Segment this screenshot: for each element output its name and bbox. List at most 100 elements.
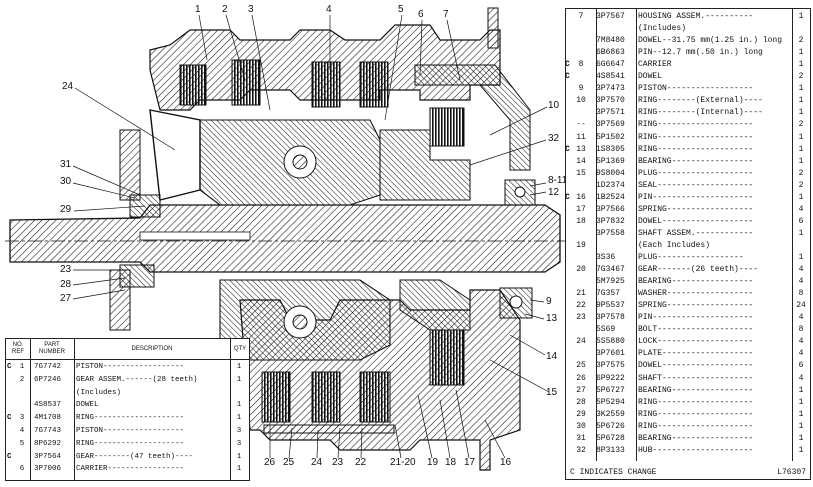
- table-row: 4S8537 DOWEL 1: [6, 400, 249, 411]
- part-number: 4M1708: [34, 414, 62, 423]
- callout-3: 3: [248, 4, 254, 15]
- part-description: BEARING-----------------: [638, 156, 754, 166]
- part-description: RING--------(External)----: [638, 96, 763, 106]
- carrier-assembly: [199, 119, 391, 361]
- callout-13: 13: [546, 313, 558, 324]
- part-number: 1S8305: [596, 144, 625, 154]
- part-number: 5S5880: [596, 337, 625, 347]
- part-description: BEARING-----------------: [638, 433, 754, 443]
- column-divider: [792, 9, 793, 461]
- ref-number: 29: [576, 409, 586, 419]
- ref-number: 23: [576, 313, 586, 323]
- quantity: 1: [236, 375, 242, 384]
- callout-14: 14: [546, 351, 558, 362]
- callout-10: 10: [548, 100, 560, 111]
- callout-1: 1: [195, 4, 201, 15]
- part-number: 6P7246: [34, 375, 62, 384]
- part-number: 4S8541: [596, 72, 625, 82]
- callout-4: 4: [326, 4, 332, 15]
- header-qty: QTY: [233, 346, 247, 352]
- part-description: DOWEL: [76, 401, 99, 410]
- header-description: DESCRIPTION: [131, 346, 173, 352]
- part-number: 1B2524: [596, 192, 625, 202]
- change-marker: C: [565, 192, 570, 202]
- part-number: 4S8537: [34, 401, 62, 410]
- quantity: 4: [798, 337, 804, 347]
- column-divider: [230, 339, 231, 480]
- quantity: 4: [798, 349, 804, 359]
- ref-number: 10: [576, 96, 586, 106]
- callout-24-lower: 24: [311, 457, 323, 468]
- part-description: LOCK--------------------: [638, 337, 754, 347]
- callout-32: 32: [548, 133, 560, 144]
- part-number: 1D2374: [596, 180, 625, 190]
- part-description: CARRIER-----------------: [76, 465, 185, 474]
- part-description: GEAR--------(47 teeth)----: [76, 452, 194, 461]
- table-row: 19(Each Includes): [566, 241, 810, 250]
- quantity: 1: [236, 401, 242, 410]
- part-description: RING--------(Internal)----: [638, 108, 763, 118]
- ref-number: 16: [576, 192, 586, 202]
- part-number: 3P7567: [596, 12, 625, 21]
- quantity: 4: [798, 204, 804, 214]
- ref-number: 18: [576, 216, 586, 226]
- quantity: 1: [798, 12, 804, 21]
- quantity: 3: [236, 427, 242, 435]
- ref-number: 7: [578, 12, 584, 21]
- figure-number: L76307: [777, 468, 806, 477]
- part-description: PIN---------------------: [638, 313, 754, 323]
- ref-number: 30: [576, 421, 586, 431]
- change-marker: C: [7, 452, 12, 461]
- quantity: 4: [798, 313, 804, 323]
- part-description: SPRING------------------: [638, 301, 754, 311]
- quantity: 1: [798, 397, 804, 407]
- quantity: 1: [798, 445, 804, 455]
- quantity: 1: [798, 144, 804, 154]
- part-description: RING--------------------: [638, 120, 754, 130]
- part-number: 3P7570: [596, 96, 625, 106]
- callout-26: 26: [264, 457, 276, 468]
- part-number: 7G7742: [34, 363, 62, 371]
- part-description: RING--------------------: [638, 132, 754, 142]
- leader-lines: [72, 14, 550, 459]
- ref-number: 28: [576, 397, 586, 407]
- part-number: 7M8480: [596, 36, 625, 46]
- quantity: 4: [798, 373, 804, 383]
- part-description: WASHER------------------: [638, 289, 754, 299]
- callout-8-11: 8-11: [548, 175, 568, 186]
- part-description: PISTON------------------: [76, 427, 185, 435]
- ref-number: 1: [19, 363, 25, 371]
- callout-25: 25: [283, 457, 295, 468]
- change-marker: C: [565, 60, 570, 70]
- ref-number: 5: [19, 439, 25, 448]
- part-description: DOWEL-------------------: [638, 361, 754, 371]
- part-description: SHAFT-------------------: [638, 373, 754, 383]
- quantity: 1: [798, 228, 804, 238]
- ref-number: 19: [576, 240, 586, 250]
- ref-number: 2: [19, 375, 25, 384]
- part-number: 7G7743: [34, 427, 62, 435]
- callout-21-20: 21-20: [390, 457, 416, 468]
